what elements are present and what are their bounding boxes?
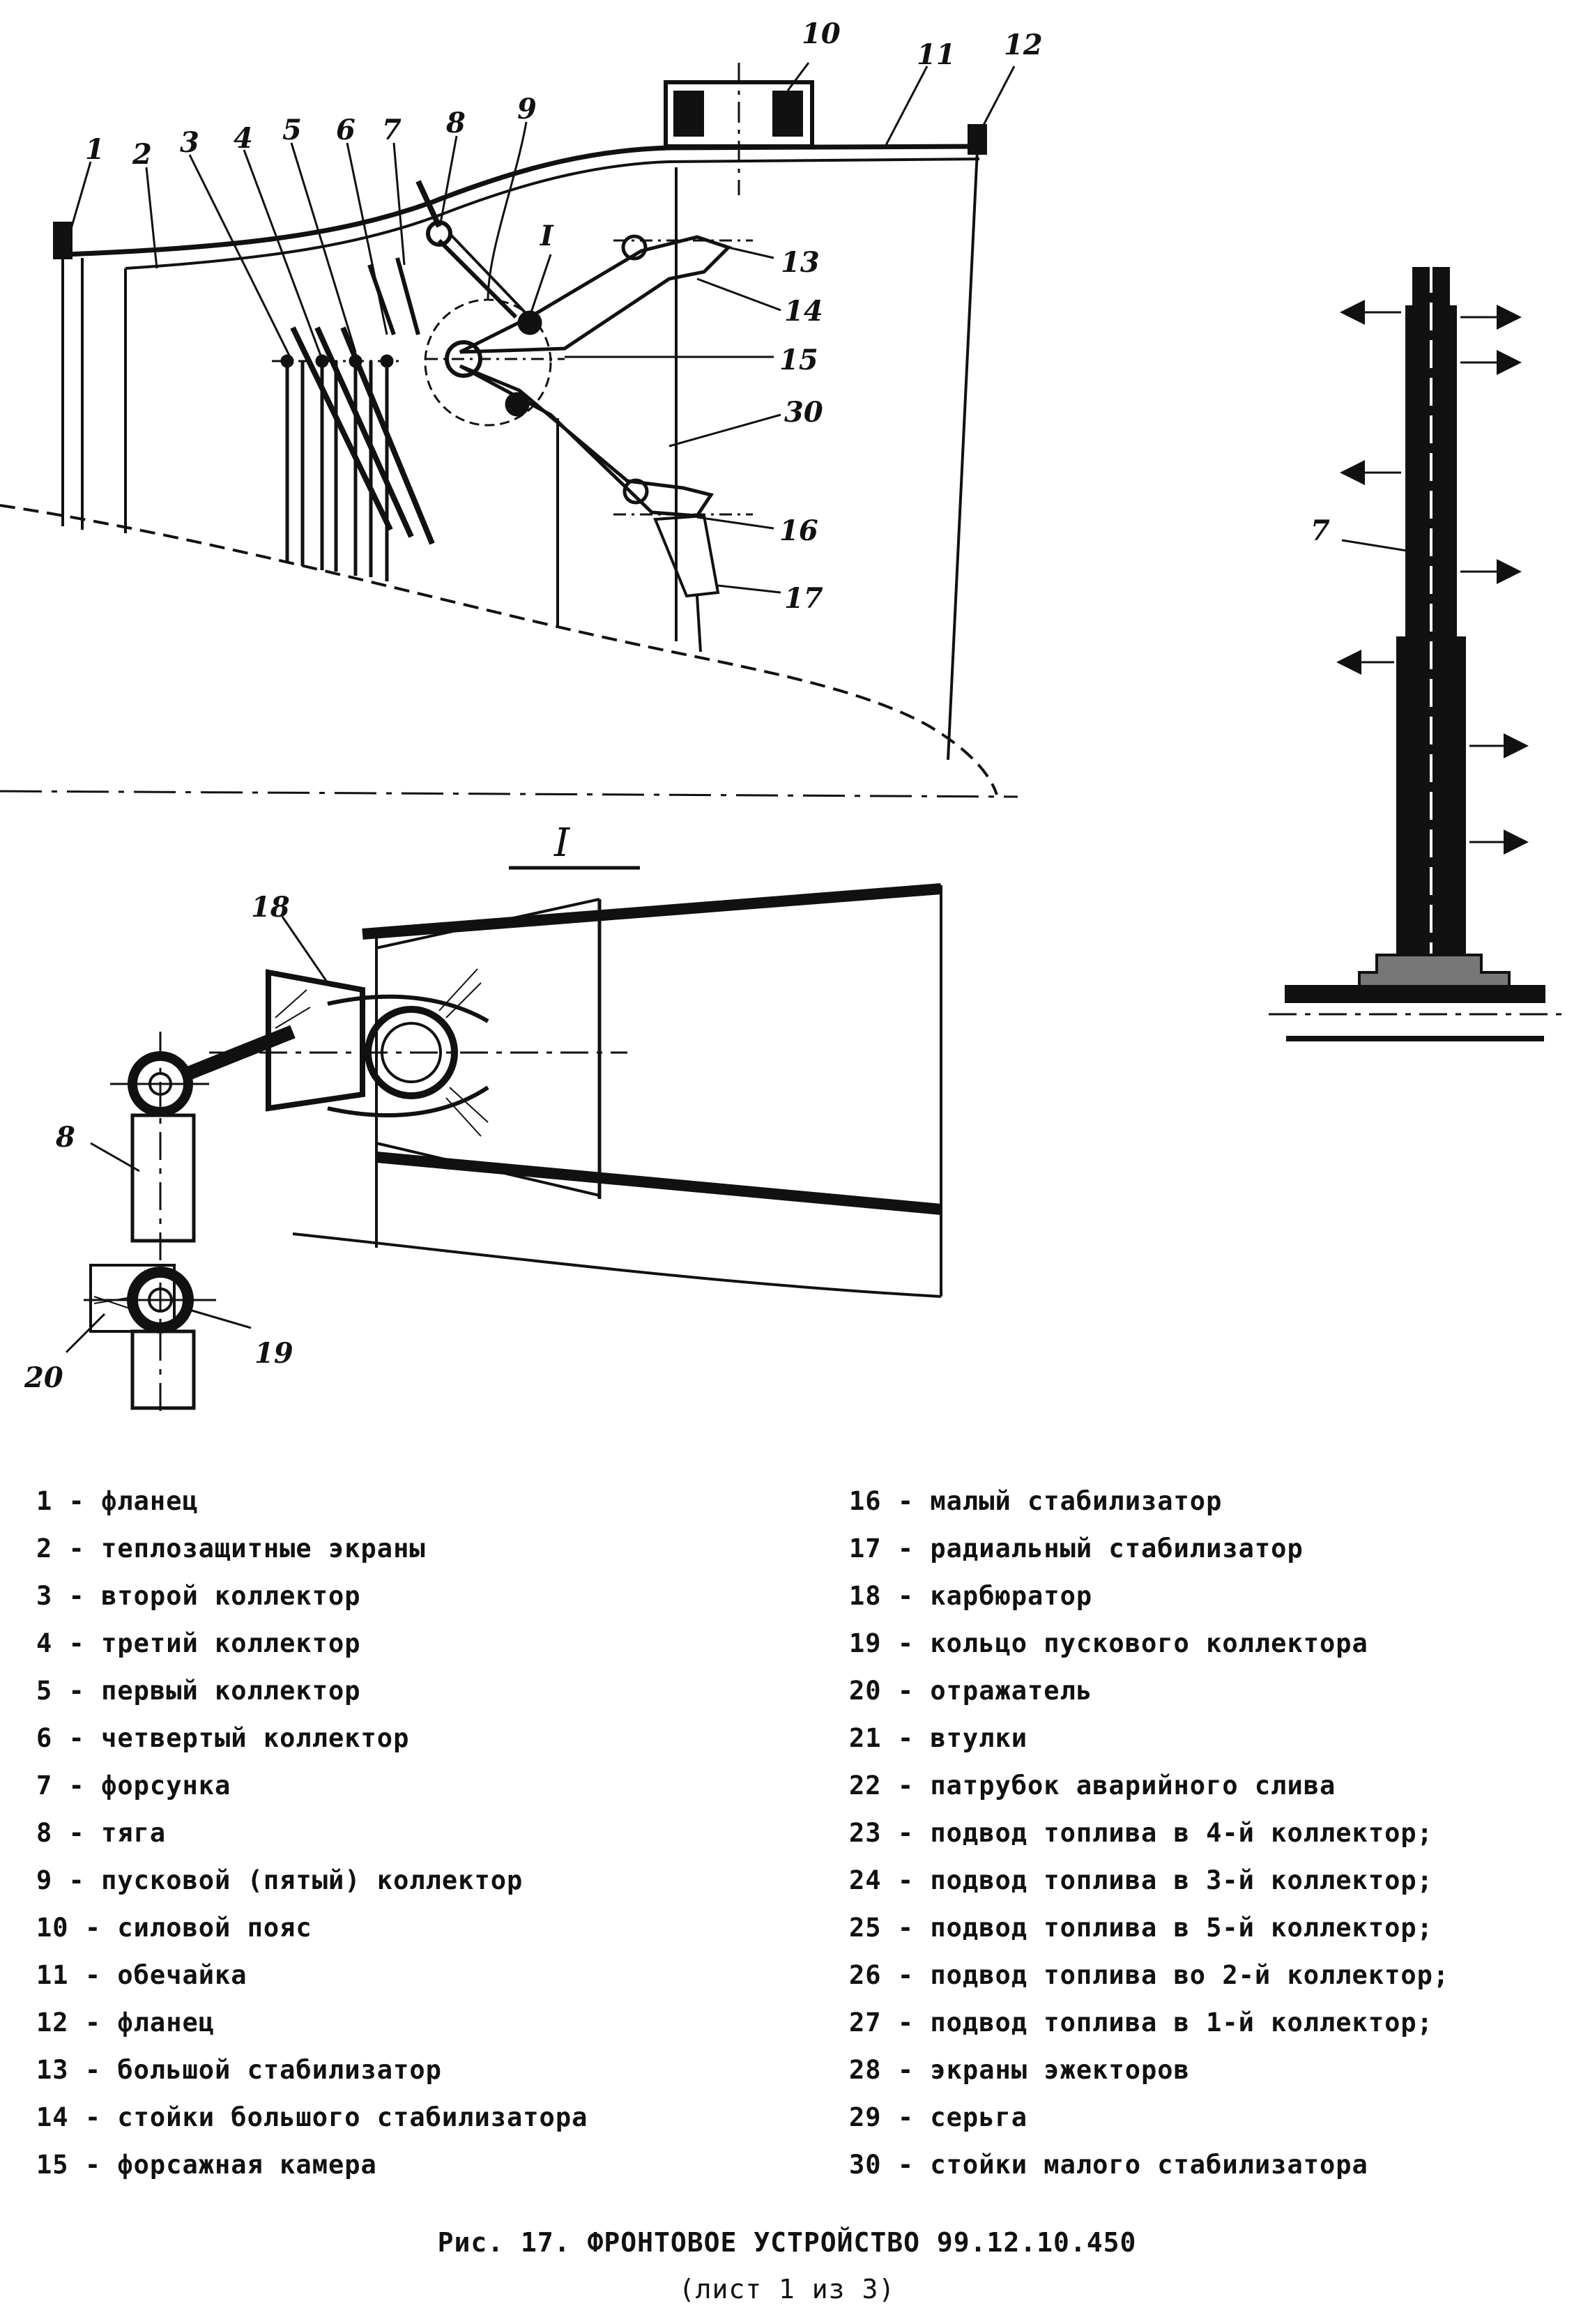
legend-item: 3 - второй коллектор [36,1581,361,1611]
legend-item: 24 - подвод топлива в 3-й коллектор; [849,1865,1433,1895]
callout-detail-8: 8 [55,1121,75,1154]
legend-item: 1 - фланец [36,1486,199,1516]
legend-item: 9 - пусковой (пятый) коллектор [36,1865,524,1895]
legend-item: 7 - форсунка [36,1771,231,1801]
legend-item: 13 - большой стабилизатор [36,2055,442,2085]
callout-5: 5 [282,114,302,146]
callout-10: 10 [802,17,841,50]
callout-19: 19 [254,1337,293,1370]
technical-drawing: 1 2 3 4 5 6 7 8 9 10 11 12 I 13 14 15 30… [0,17,1568,1415]
callout-30: 30 [784,396,823,429]
inner-cone [0,504,998,795]
injector-view [1269,265,1568,1041]
callout-13: 13 [781,246,820,279]
legend-item: 5 - первый коллектор [36,1676,361,1706]
legend-item: 17 - радиальный стабилизатор [849,1534,1304,1564]
left-flange [53,222,72,259]
detail-title: I [553,820,571,866]
legend-item: 27 - подвод топлива в 1-й коллектор; [849,2008,1433,2038]
legend-item: 4 - третий коллектор [36,1628,361,1658]
legend-item: 26 - подвод топлива во 2-й коллектор; [849,1960,1450,1990]
outer-casing [66,144,980,257]
callout-8: 8 [445,107,466,139]
callout-15: 15 [779,344,818,376]
callout-I: I [540,220,554,252]
callout-1: 1 [85,133,105,166]
legend-item: 20 - отражатель [849,1676,1093,1706]
callout-injector-7: 7 [1311,514,1330,547]
legend-item: 18 - карбюратор [849,1581,1093,1611]
callout-17: 17 [784,582,823,615]
figure-caption: Рис. 17. ФРОНТОВОЕ УСТРОЙСТВО 99.12.10.4… [437,2227,1137,2258]
callout-20: 20 [24,1361,63,1394]
tie-rod [415,180,528,319]
callout-3: 3 [180,126,199,159]
legend-right-column: 16 - малый стабилизатор 17 - радиальный … [849,1478,1560,2189]
callout-2: 2 [132,138,152,171]
legend-item: 6 - четвертый коллектор [36,1723,410,1753]
main-section-view [0,62,1018,798]
legend-item: 8 - тяга [36,1818,167,1848]
legend-item: 19 - кольцо пускового коллектора [849,1628,1368,1658]
power-belt [664,63,814,195]
legend-item: 22 - патрубок аварийного слива [849,1771,1336,1801]
fuel-collectors [272,257,435,581]
axis-line [0,790,1018,798]
callout-7: 7 [382,114,402,146]
legend-item: 29 - серьга [849,2102,1028,2132]
legend-item: 15 - форсажная камера [36,2150,377,2180]
legend-item: 12 - фланец [36,2008,215,2038]
legend-item: 30 - стойки малого стабилизатора [849,2150,1368,2180]
legend-item: 14 - стойки большого стабилизатора [36,2102,588,2132]
right-flange [968,124,987,155]
callout-9: 9 [517,93,537,125]
main-view-callouts: 1 2 3 4 5 6 7 8 9 10 11 12 I 13 14 15 30… [85,17,1043,615]
callout-18: 18 [251,891,290,924]
legend-item: 10 - силовой пояс [36,1913,312,1943]
sheet-number: (лист 1 из 3) [678,2274,896,2304]
legend-item: 2 - теплозащитные экраны [36,1534,426,1564]
callout-4: 4 [234,122,253,155]
callout-14: 14 [784,295,823,328]
callout-11: 11 [917,38,956,71]
legend-item: 11 - обечайка [36,1960,247,1990]
callout-12: 12 [1004,29,1043,61]
legend-item: 28 - экраны эжекторов [849,2055,1190,2085]
callout-6: 6 [336,114,356,146]
legend-item: 25 - подвод топлива в 5-й коллектор; [849,1913,1433,1943]
callout-16: 16 [779,514,818,547]
legend-item: 21 - втулки [849,1723,1028,1753]
detail-callouts: 18 8 19 20 [24,891,293,1394]
legend-item: 23 - подвод топлива в 4-й коллектор; [849,1818,1433,1848]
legend-left-column: 1 - фланец 2 - теплозащитные экраны 3 - … [36,1478,838,2189]
detail-view [65,883,942,1415]
stabilizer-assembly [425,167,753,652]
legend-item: 16 - малый стабилизатор [849,1486,1223,1516]
